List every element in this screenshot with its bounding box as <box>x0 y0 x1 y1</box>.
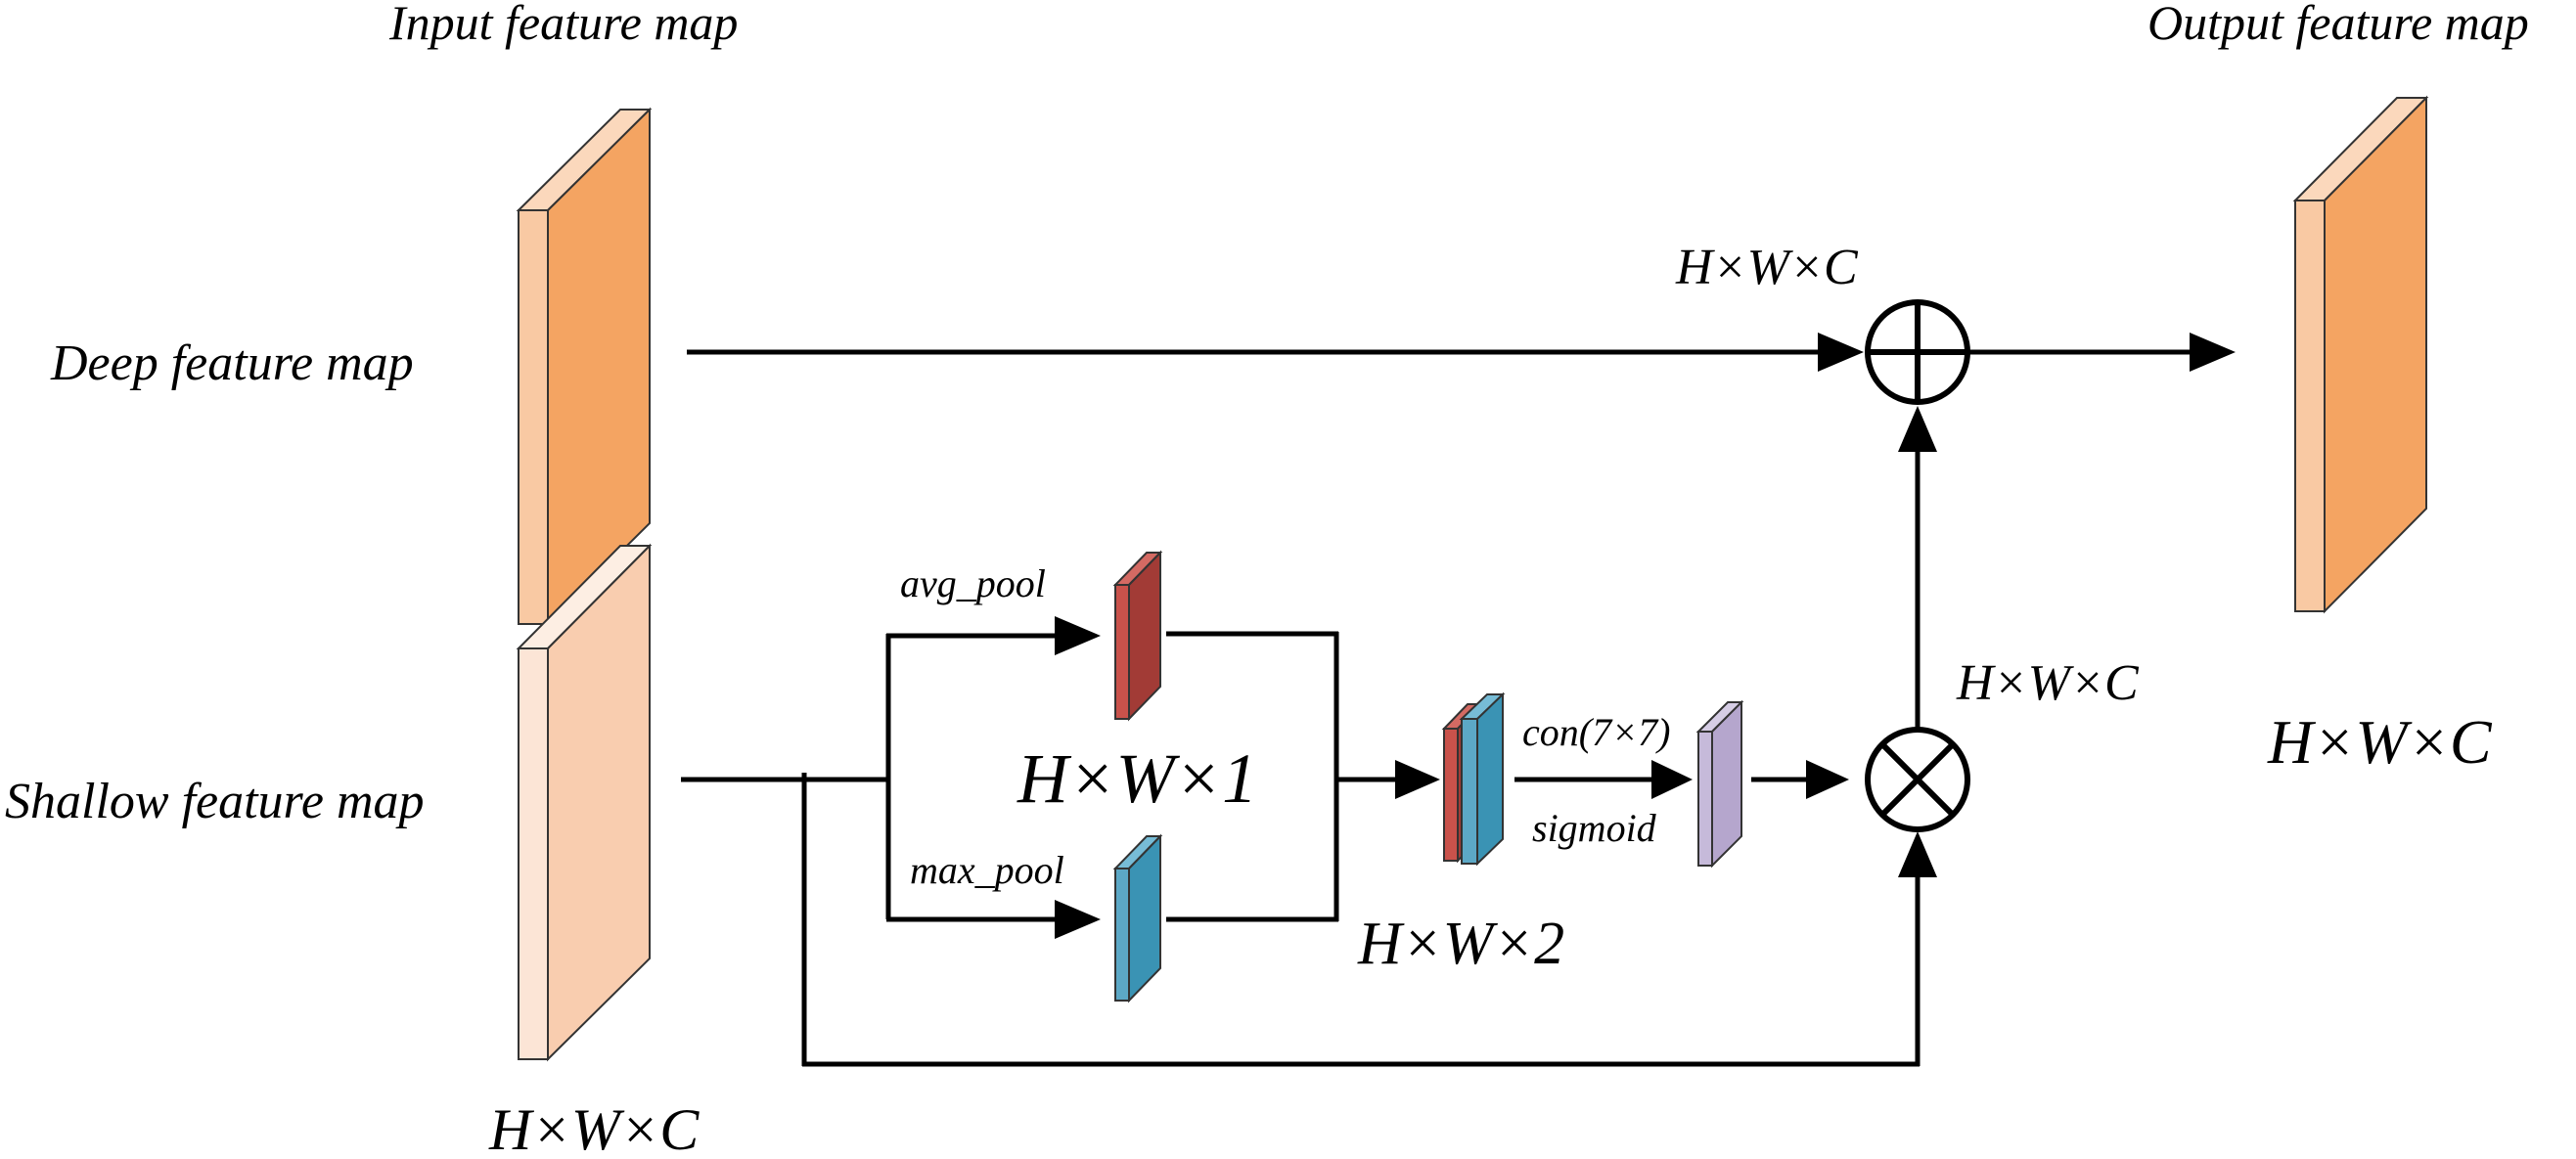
output-block-side <box>2294 200 2326 612</box>
concat-block <box>1441 691 1506 867</box>
multiply-to-add-arrowhead <box>1898 406 1937 452</box>
sigmoid-label: sigmoid <box>1532 806 1657 850</box>
max-pool-label: max_pool <box>910 848 1064 892</box>
conv-label: con(7×7) <box>1522 710 1670 754</box>
to-multiply-arrowhead <box>1806 760 1849 799</box>
output-feature-map-title: Output feature map <box>2147 0 2529 50</box>
max-pool-block <box>1112 833 1163 1003</box>
deep-feature-map-block <box>516 107 653 627</box>
deep-path-dimension: H×W×C <box>1675 240 1859 295</box>
to-avg-pool-arrowhead <box>1055 616 1101 655</box>
residual-skip-arrowhead <box>1898 831 1937 877</box>
multiply-operator <box>1865 727 1970 832</box>
to-max-pool-arrowhead <box>1055 900 1101 939</box>
to-conv-arrowhead <box>1651 760 1693 799</box>
pooled-dimension-label: H×W×1 <box>1017 739 1257 818</box>
shallow-feature-map-label: Shallow feature map <box>5 774 425 829</box>
input-feature-map-title: Input feature map <box>388 0 738 50</box>
deep-feature-map-label: Deep feature map <box>50 335 414 391</box>
output-feature-map-block <box>2292 95 2429 614</box>
output-dimension-label: H×W×C <box>2267 707 2493 777</box>
deep-path-arrowhead <box>1818 333 1864 372</box>
add-to-output-arrowhead <box>2190 333 2236 372</box>
input-dimension-label: H×W×C <box>488 1097 700 1159</box>
attention-map-block <box>1695 699 1744 869</box>
deep-block-side <box>518 209 549 625</box>
to-concat-arrowhead <box>1395 760 1440 799</box>
add-operator <box>1865 299 1970 405</box>
shallow-block-side <box>518 647 549 1060</box>
avg-pool-block <box>1112 550 1163 722</box>
shallow-feature-map-block <box>516 543 653 1062</box>
concat-dimension-label: H×W×2 <box>1357 911 1564 977</box>
multiply-output-dimension: H×W×C <box>1956 655 2140 711</box>
avg-pool-label: avg_pool <box>900 561 1046 605</box>
